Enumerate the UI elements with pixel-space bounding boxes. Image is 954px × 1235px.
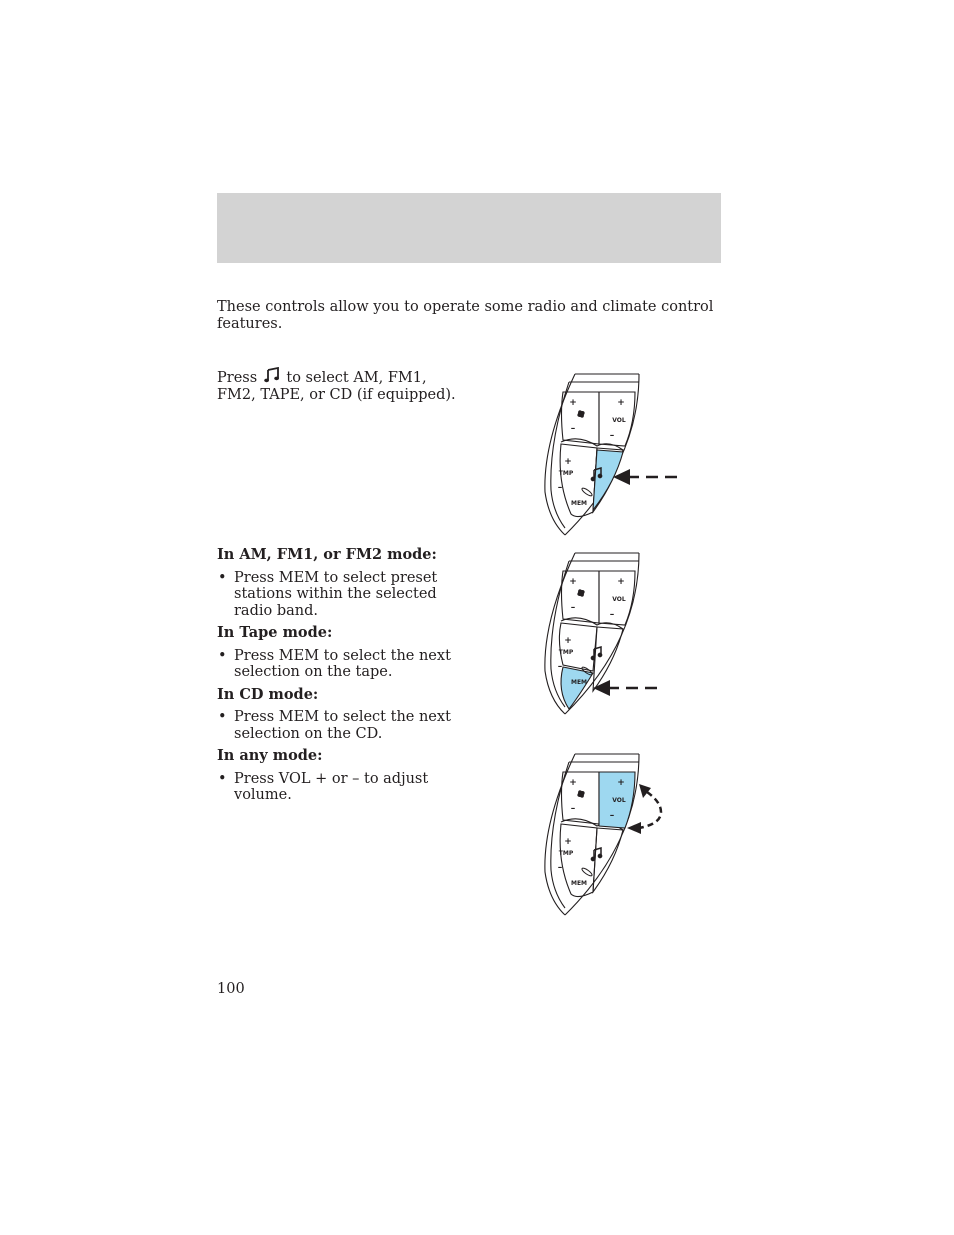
intro-paragraph: These controls allow you to operate some…	[217, 299, 714, 332]
svg-text:+: +	[569, 398, 577, 408]
bullet-dot: •	[218, 569, 227, 586]
svg-text:–: –	[558, 483, 563, 493]
svg-text:–: –	[610, 431, 615, 441]
svg-text:MEM: MEM	[571, 880, 587, 887]
bullet-dot: •	[218, 770, 227, 787]
mode-heading-tape: In Tape mode:	[217, 624, 333, 641]
svg-text:VOL: VOL	[612, 797, 626, 804]
svg-text:–: –	[571, 603, 576, 613]
svg-text:MEM: MEM	[571, 500, 587, 507]
music-button-highlight	[592, 449, 624, 512]
svg-text:VOL: VOL	[612, 596, 626, 603]
mode-bullet-cd: • Press MEM to select the next selection …	[217, 709, 472, 742]
fan-icon	[577, 589, 585, 597]
svg-text:–: –	[610, 610, 615, 620]
svg-text:+: +	[569, 577, 577, 587]
svg-text:+: +	[564, 457, 572, 467]
dashed-arrow-indicator	[593, 680, 659, 696]
svg-text:–: –	[558, 863, 563, 873]
svg-text:VOL: VOL	[612, 417, 626, 424]
bullet-text: Press MEM to select preset stations with…	[234, 569, 438, 619]
mode-bullet-any: • Press VOL + or – to adjust volume.	[217, 771, 472, 804]
dashed-arrow-indicator	[613, 469, 680, 485]
mode-bullet-am-fm: • Press MEM to select preset stations wit…	[217, 570, 472, 620]
bullet-dot: •	[218, 647, 227, 664]
fan-icon	[577, 790, 585, 798]
mode-instructions: In AM, FM1, or FM2 mode: • Press MEM to s…	[217, 546, 472, 810]
svg-text:+: +	[564, 636, 572, 646]
page-number: 100	[217, 981, 245, 997]
press-text-after: to select AM, FM1, FM2, TAPE, or CD (if …	[217, 370, 456, 403]
music-note-icon	[590, 847, 603, 862]
svg-text:–: –	[571, 804, 576, 814]
bullet-text: Press VOL + or – to adjust volume.	[234, 770, 429, 804]
svg-text:MEM: MEM	[571, 679, 587, 686]
mem-button-highlight	[560, 666, 594, 710]
mode-heading-am-fm: In AM, FM1, or FM2 mode:	[217, 546, 437, 563]
mode-heading-any: In any mode:	[217, 747, 323, 764]
mode-bullet-tape: • Press MEM to select the next selection …	[217, 648, 472, 681]
bullet-dot: •	[218, 709, 227, 725]
svg-text:TMP: TMP	[559, 470, 574, 477]
steering-control-illustration-1: + – + VOL – + TMP – MEM	[535, 372, 685, 537]
bullet-text: Press MEM to select the next selection o…	[234, 709, 451, 742]
svg-text:TMP: TMP	[559, 649, 574, 656]
svg-text:+: +	[617, 398, 625, 408]
svg-text:–: –	[610, 811, 615, 821]
section-header-band	[217, 193, 721, 263]
steering-control-illustration-3: + – + VOL – + TMP – MEM	[535, 752, 685, 917]
curved-arrows-indicator	[627, 784, 663, 834]
steering-control-illustration-2: + – + VOL – + TMP – MEM	[535, 551, 685, 716]
svg-text:+: +	[617, 778, 625, 788]
svg-text:–: –	[571, 424, 576, 434]
bullet-text: Press MEM to select the next selection o…	[234, 647, 451, 681]
svg-text:+: +	[569, 778, 577, 788]
music-note-icon	[590, 646, 603, 661]
press-text-before: Press	[217, 370, 258, 386]
music-note-icon	[263, 367, 279, 383]
fan-icon	[577, 410, 585, 418]
mode-heading-cd: In CD mode:	[217, 685, 319, 703]
press-instruction: Press to select AM, FM1, FM2, TAPE, or C…	[217, 367, 462, 404]
music-note-icon	[590, 467, 603, 482]
svg-text:+: +	[617, 577, 625, 587]
svg-text:TMP: TMP	[559, 850, 574, 857]
svg-text:+: +	[564, 837, 572, 847]
vol-button-highlight	[598, 771, 636, 829]
svg-text:–: –	[558, 662, 563, 672]
